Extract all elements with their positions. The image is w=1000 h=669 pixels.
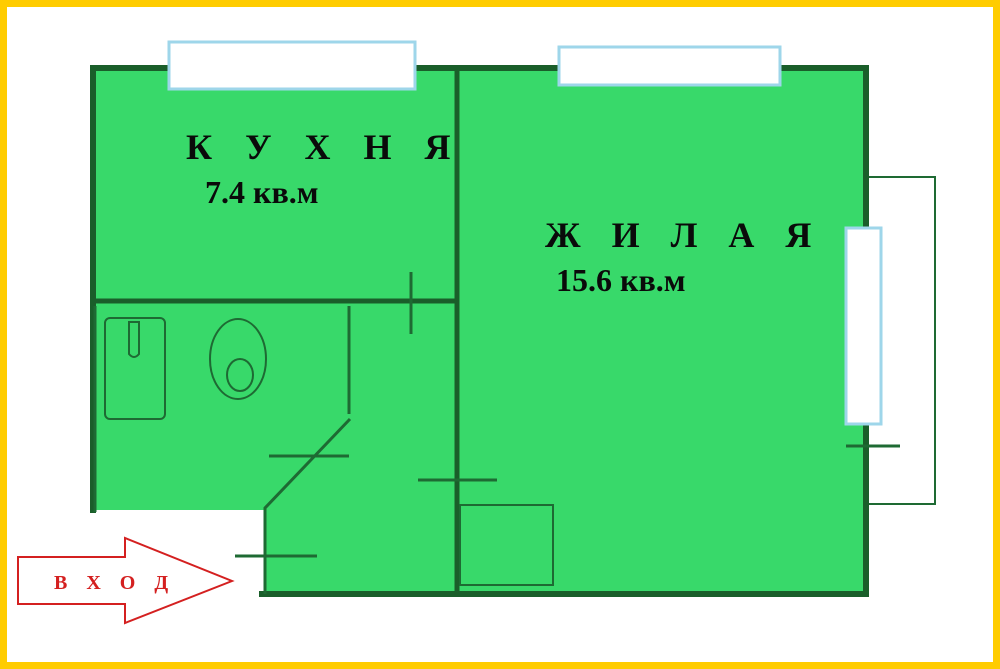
sink-icon xyxy=(104,317,166,420)
kitchen-area: 7.4 кв.м xyxy=(205,174,319,210)
floor-area xyxy=(93,68,866,594)
living-room-title: Ж И Л А Я xyxy=(545,215,823,255)
side-window xyxy=(844,226,883,426)
kitchen-title: К У Х Н Я xyxy=(186,127,463,167)
partitions xyxy=(93,306,352,594)
arrow-right-icon xyxy=(17,536,235,625)
toilet-icon xyxy=(209,318,267,400)
door-marks xyxy=(235,272,900,558)
living-room-area: 15.6 кв.м xyxy=(556,262,686,298)
kitchen-window xyxy=(167,40,417,91)
entry-label: В Х О Д xyxy=(54,572,176,594)
outer-walls xyxy=(90,65,869,597)
windows xyxy=(167,40,883,426)
wardrobe xyxy=(459,504,554,586)
interior-walls xyxy=(95,70,460,592)
living-window xyxy=(557,45,782,87)
